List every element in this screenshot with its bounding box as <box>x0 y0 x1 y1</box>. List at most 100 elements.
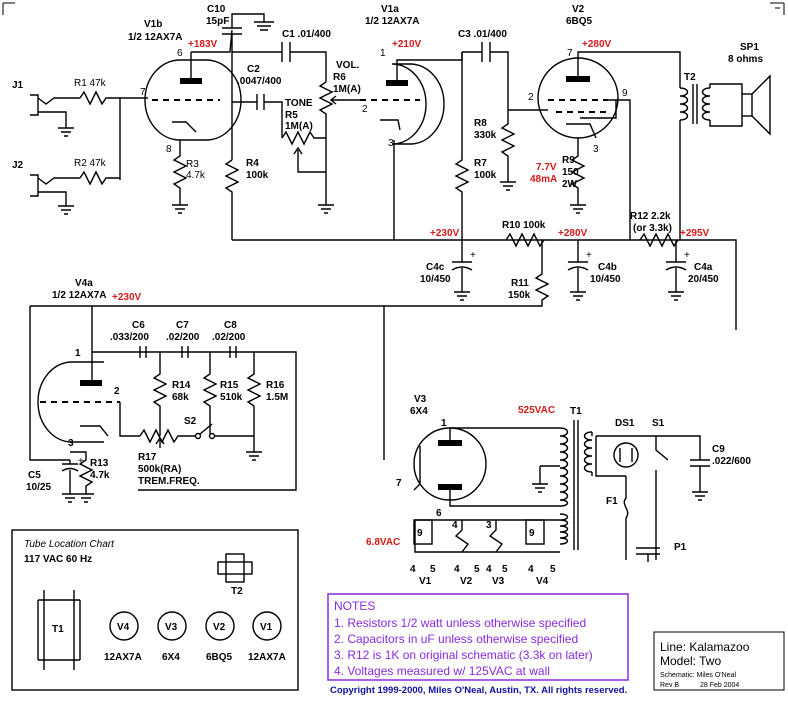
title-block <box>653 631 785 691</box>
r9-watt: 2W <box>562 179 578 190</box>
v1a-plate-voltage: +210V <box>392 39 422 50</box>
v3-pin-6: 6 <box>436 508 442 519</box>
sp1-val: 8 ohms <box>728 54 763 65</box>
c2-name: C2 <box>247 64 260 75</box>
v2-screen-wire <box>616 99 631 240</box>
heater-pin-4: 4 <box>452 520 458 531</box>
tube-chart-type-v2: 6BQ5 <box>206 652 233 663</box>
resistor-r5-tone <box>281 130 326 173</box>
v1b-type: 1/2 12AX7A <box>128 32 182 43</box>
r17-label: TREM.FREQ. <box>138 476 200 487</box>
notes-title: NOTES <box>334 599 375 613</box>
switch-s2[interactable] <box>194 420 255 440</box>
heater-pin-3: 3 <box>486 520 492 531</box>
c9-name: C9 <box>712 444 725 455</box>
c4a-name: C4a <box>694 262 713 273</box>
resistor-r4 <box>224 159 240 240</box>
capacitor-c6 <box>139 346 147 358</box>
p1-label: P1 <box>674 542 687 553</box>
c4a-val: 20/450 <box>688 274 719 285</box>
r14-val: 68k <box>172 392 189 403</box>
tube-chart-t1: T1 <box>52 624 64 635</box>
node2-voltage: +280V <box>558 228 588 239</box>
v4-grid-wire <box>119 402 140 437</box>
r6-name: R6 <box>333 72 346 83</box>
f1-label: F1 <box>606 496 618 507</box>
v4-cathode-feed <box>29 306 70 461</box>
r16-name: R16 <box>266 380 285 391</box>
tube-v1b <box>144 52 242 141</box>
v2-pin-cathode: 3 <box>593 144 599 155</box>
resistor-r1 <box>79 90 121 186</box>
r8-name: R8 <box>474 118 487 129</box>
tube-v3 <box>413 427 560 507</box>
copyright: Copyright 1999-2000, Miles O'Neal, Austi… <box>330 685 627 696</box>
c7-name: C7 <box>176 320 189 331</box>
r3-name: R3 <box>186 159 199 170</box>
speaker-sp1 <box>741 74 771 136</box>
tube-location-chart <box>11 529 299 691</box>
r15-name: R15 <box>220 380 239 391</box>
capacitor-c4c <box>451 240 473 301</box>
v4a-pin-cathode: 3 <box>68 438 74 449</box>
sp1-name: SP1 <box>740 42 759 53</box>
r15-val: 510k <box>220 392 243 403</box>
v4a-pin-grid: 2 <box>114 386 120 397</box>
v4-plate-voltage: +230V <box>112 292 142 303</box>
r12-alt: (or 3.3k) <box>633 223 672 234</box>
c8-val: .02/200 <box>212 332 246 343</box>
svg-text:V4: V4 <box>536 576 549 587</box>
r11-name: R11 <box>511 278 529 289</box>
c6-val: .033/200 <box>110 332 149 343</box>
heater-pin-labels: 4 5 4 5 4 5 4 5 V1 V2 V3 V4 <box>410 564 556 587</box>
r14-name: R14 <box>172 380 191 391</box>
resistor-r10 <box>505 232 545 248</box>
b-plus-rail <box>232 239 737 330</box>
c5-val: 10/25 <box>26 482 51 493</box>
resistor-r6-volume <box>318 81 362 214</box>
resistor-r9 <box>570 138 586 214</box>
r12-name: R12 2.2k <box>630 211 671 222</box>
c4c-plus: + <box>470 250 476 261</box>
v2-pin-grid: 2 <box>528 92 534 103</box>
s1-label[interactable]: S1 <box>652 418 665 429</box>
r3-val: 4.7k <box>186 170 206 181</box>
r5-val: 1M(A) <box>285 121 313 132</box>
j1-label: J1 <box>12 80 24 91</box>
v1a-type: 1/2 12AX7A <box>365 16 419 27</box>
capacitor-c10 <box>222 13 274 52</box>
svg-text:5: 5 <box>430 564 436 575</box>
svg-text:V1: V1 <box>419 576 432 587</box>
capacitor-c5 <box>61 460 79 503</box>
r7-name: R7 <box>474 158 487 169</box>
jack-j2 <box>30 174 80 215</box>
v2-plate-voltage: +280V <box>582 39 612 50</box>
output-transformer-t2 <box>679 83 743 240</box>
j2-label: J2 <box>12 160 24 171</box>
resistor-r7 <box>454 52 470 240</box>
resistor-r12 <box>639 232 679 248</box>
c4b-val: 10/450 <box>590 274 621 285</box>
r17-val: 500k(RA) <box>138 464 181 475</box>
title-date: 28 Feb 2004 <box>700 682 739 689</box>
capacitor-c3 <box>462 42 509 110</box>
ds1-label: DS1 <box>615 418 635 429</box>
v4a-name: V4a <box>75 278 93 289</box>
v4a-type: 1/2 12AX7A <box>52 290 106 301</box>
svg-text:5: 5 <box>550 564 556 575</box>
svg-text:4: 4 <box>410 564 416 575</box>
title-rev: Rev B <box>660 682 679 689</box>
tube-chart-type-v3: 6X4 <box>162 652 180 663</box>
capacitor-c8 <box>229 346 237 358</box>
heater-pin-9b: 9 <box>529 528 535 539</box>
c5-plus: + <box>78 456 84 467</box>
v2-type: 6BQ5 <box>566 16 593 27</box>
c6-name: C6 <box>132 320 145 331</box>
r5-name: R5 <box>285 110 298 121</box>
tube-chart-title: Tube Location Chart <box>24 539 115 550</box>
capacitor-c2 <box>232 94 283 138</box>
corner-marks <box>2 2 785 15</box>
resistor-r14 <box>152 352 168 436</box>
resistor-r8 <box>500 110 516 191</box>
tone-label: TONE <box>285 98 313 109</box>
